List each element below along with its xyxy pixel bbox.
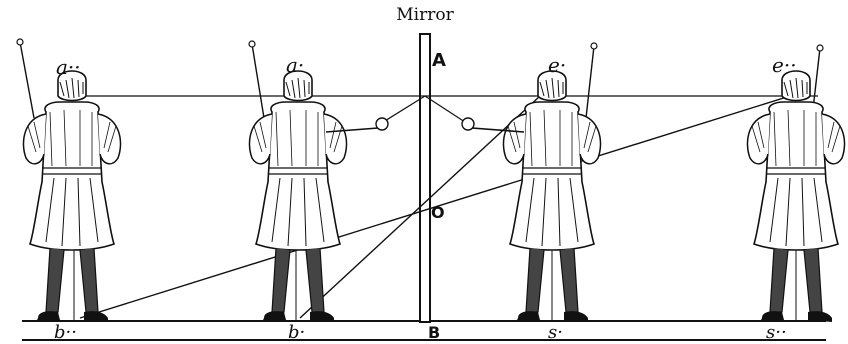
staff-a1 [252, 44, 264, 118]
mirror [420, 34, 430, 322]
label-A: A [432, 50, 446, 71]
staff-a2-knob [17, 39, 23, 45]
label-s-single: s· [548, 322, 563, 343]
title-mirror: Mirror [396, 5, 454, 25]
label-e-double: e·· [772, 53, 797, 77]
staff-e1 [586, 46, 594, 118]
label-a-double: a·· [56, 55, 81, 79]
figure-a2 [23, 71, 120, 322]
label-a-single: a· [286, 53, 304, 77]
staff-a2 [20, 42, 34, 118]
label-e-single: e· [548, 53, 566, 77]
staff-e1-knob [591, 43, 597, 49]
label-B: B [428, 323, 440, 342]
label-O: O [431, 203, 445, 222]
figure-e1 [462, 71, 601, 322]
staff-a1-knob [249, 41, 255, 47]
label-b-single: b· [288, 322, 305, 343]
label-s-double: s·· [766, 322, 787, 343]
pointer-rod-right [425, 96, 468, 124]
label-b-double: b·· [54, 322, 77, 343]
staff-e2-knob [817, 45, 823, 51]
figure-a1 [249, 71, 388, 322]
